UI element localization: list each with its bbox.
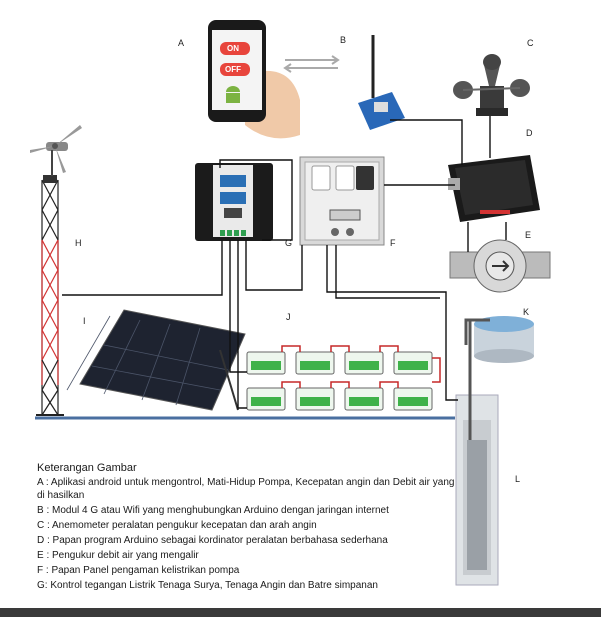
wiring bbox=[62, 116, 507, 409]
anemometer bbox=[453, 54, 530, 116]
solar-panel bbox=[66, 309, 246, 411]
label-a: A bbox=[178, 38, 185, 48]
wireless-arrows bbox=[283, 55, 340, 73]
label-e: E bbox=[525, 230, 532, 240]
arduino-board bbox=[448, 155, 540, 222]
phone-off-button[interactable]: OFF bbox=[225, 65, 241, 74]
legend-item-f: F : Papan Panel pengaman kelistrikan pom… bbox=[37, 564, 240, 576]
charge-controller bbox=[195, 163, 273, 241]
phone-on-button[interactable]: ON bbox=[227, 44, 239, 53]
well-pump bbox=[455, 320, 499, 586]
wind-turbine bbox=[30, 125, 82, 416]
label-l: L bbox=[515, 474, 521, 484]
label-h: H bbox=[75, 238, 82, 248]
label-f: F bbox=[390, 238, 396, 248]
label-d: D bbox=[526, 128, 533, 138]
legend: Keterangan Gambar A : Aplikasi android u… bbox=[37, 462, 457, 595]
label-g: G bbox=[285, 238, 293, 248]
smartphone bbox=[208, 20, 300, 139]
label-j: J bbox=[286, 312, 291, 322]
label-i: I bbox=[83, 316, 86, 326]
legend-item-b: B : Modul 4 G atau Wifi yang menghubungk… bbox=[37, 504, 389, 516]
label-k: K bbox=[523, 307, 530, 317]
legend-item-g: G: Kontrol tegangan Listrik Tenaga Surya… bbox=[37, 579, 378, 591]
legend-title: Keterangan Gambar bbox=[37, 462, 137, 474]
legend-item-d: D : Papan program Arduino sebagai kordin… bbox=[37, 534, 388, 546]
label-c: C bbox=[527, 38, 534, 48]
wireless-module bbox=[358, 35, 405, 130]
pump-panel-box bbox=[299, 156, 385, 246]
legend-item-e: E : Pengukur debit air yang mengalir bbox=[37, 549, 199, 561]
legend-item-c: C : Anemometer peralatan pengukur kecepa… bbox=[37, 519, 317, 531]
water-tank bbox=[464, 316, 534, 363]
legend-item-a: A : Aplikasi android untuk mengontrol, M… bbox=[37, 477, 455, 501]
label-b: B bbox=[340, 35, 347, 45]
flow-meter bbox=[449, 239, 551, 293]
bottom-bar bbox=[0, 608, 601, 617]
